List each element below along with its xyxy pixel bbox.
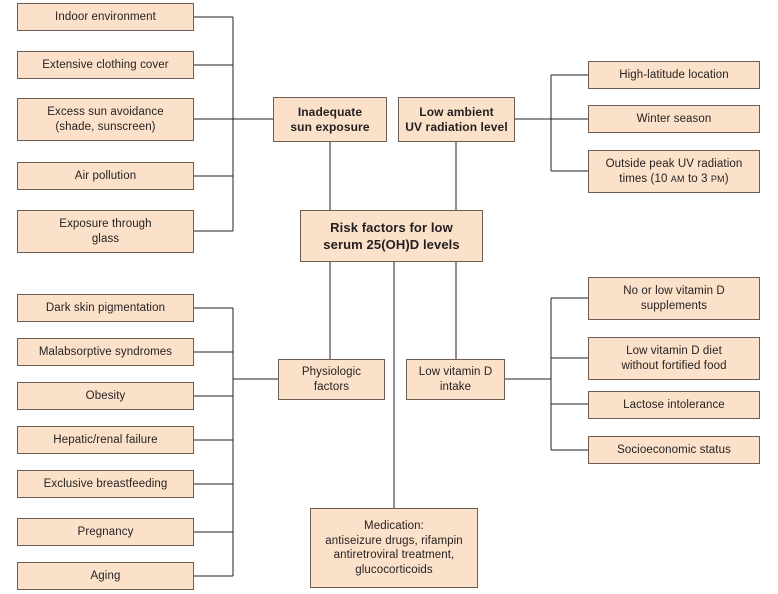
node-obesity[interactable]: Obesity — [17, 382, 194, 410]
node-label: Malabsorptive syndromes — [38, 345, 173, 358]
hub-label: Risk factors for low serum 25(OH)D level… — [323, 220, 460, 252]
node-indoor-environment[interactable]: Indoor environment — [17, 3, 194, 31]
node-dark-skin-pigmentation[interactable]: Dark skin pigmentation — [17, 294, 194, 322]
node-label: Low ambient UV radiation level — [405, 104, 508, 134]
node-label: Winter season — [636, 112, 712, 125]
node-label: No or low vitamin D supplements — [623, 285, 725, 312]
pm-label: PM — [710, 173, 725, 184]
node-low-ambient-uv-radiation[interactable]: Low ambient UV radiation level — [398, 97, 515, 142]
node-excess-sun-avoidance[interactable]: Excess sun avoidance (shade, sunscreen) — [17, 98, 194, 141]
node-label: Low vitamin D intake — [418, 366, 493, 393]
node-label: Dark skin pigmentation — [45, 301, 166, 314]
am-label: AM — [670, 173, 685, 184]
node-lactose-intolerance[interactable]: Lactose intolerance — [588, 391, 760, 419]
node-label: Aging — [90, 569, 121, 582]
node-pregnancy[interactable]: Pregnancy — [17, 518, 194, 546]
node-outside-peak-uv-times[interactable]: Outside peak UV radiation times (10 AM t… — [588, 150, 760, 193]
node-label: Air pollution — [74, 169, 137, 182]
node-low-vitamin-d-intake[interactable]: Low vitamin D intake — [406, 359, 505, 400]
node-label: Extensive clothing cover — [42, 58, 169, 71]
node-label: Physiologic factors — [301, 366, 362, 393]
node-label: Socioeconomic status — [617, 443, 731, 456]
node-socioeconomic-status[interactable]: Socioeconomic status — [588, 436, 760, 464]
node-label: Indoor environment — [55, 10, 156, 23]
outside-peak-text-after: ) — [724, 172, 729, 185]
node-no-or-low-vitamin-d-supplements[interactable]: No or low vitamin D supplements — [588, 277, 760, 320]
outside-peak-text-mid: to 3 — [684, 172, 711, 185]
node-high-latitude-location[interactable]: High-latitude location — [588, 61, 760, 89]
node-malabsorptive-syndromes[interactable]: Malabsorptive syndromes — [17, 338, 194, 366]
node-medication[interactable]: Medication: antiseizure drugs, rifampin … — [310, 508, 478, 588]
outside-peak-text-before: Outside peak UV radiation times (10 — [605, 158, 743, 185]
node-label: High-latitude location — [619, 68, 729, 81]
node-physiologic-factors[interactable]: Physiologic factors — [278, 359, 385, 400]
node-label: Obesity — [85, 389, 126, 402]
node-exposure-through-glass[interactable]: Exposure through glass — [17, 210, 194, 253]
node-aging[interactable]: Aging — [17, 562, 194, 590]
node-inadequate-sun-exposure[interactable]: Inadequate sun exposure — [273, 97, 387, 142]
node-winter-season[interactable]: Winter season — [588, 105, 760, 133]
node-low-vitamin-d-diet[interactable]: Low vitamin D diet without fortified foo… — [588, 337, 760, 380]
node-label: Pregnancy — [77, 525, 134, 538]
node-label: Excess sun avoidance (shade, sunscreen) — [47, 106, 164, 133]
node-extensive-clothing-cover[interactable]: Extensive clothing cover — [17, 51, 194, 79]
node-label: Medication: antiseizure drugs, rifampin … — [325, 520, 463, 576]
node-air-pollution[interactable]: Air pollution — [17, 162, 194, 190]
node-label: Inadequate sun exposure — [290, 104, 370, 134]
node-label: Low vitamin D diet without fortified foo… — [621, 345, 727, 372]
node-hepatic-renal-failure[interactable]: Hepatic/renal failure — [17, 426, 194, 454]
node-label: Lactose intolerance — [623, 398, 725, 411]
node-label: Exposure through glass — [59, 218, 152, 245]
node-label: Exclusive breastfeeding — [43, 477, 168, 490]
node-exclusive-breastfeeding[interactable]: Exclusive breastfeeding — [17, 470, 194, 498]
node-risk-factors-hub[interactable]: Risk factors for low serum 25(OH)D level… — [300, 210, 483, 262]
node-label: Outside peak UV radiation times (10 AM t… — [606, 157, 743, 186]
node-label: Hepatic/renal failure — [53, 433, 158, 446]
